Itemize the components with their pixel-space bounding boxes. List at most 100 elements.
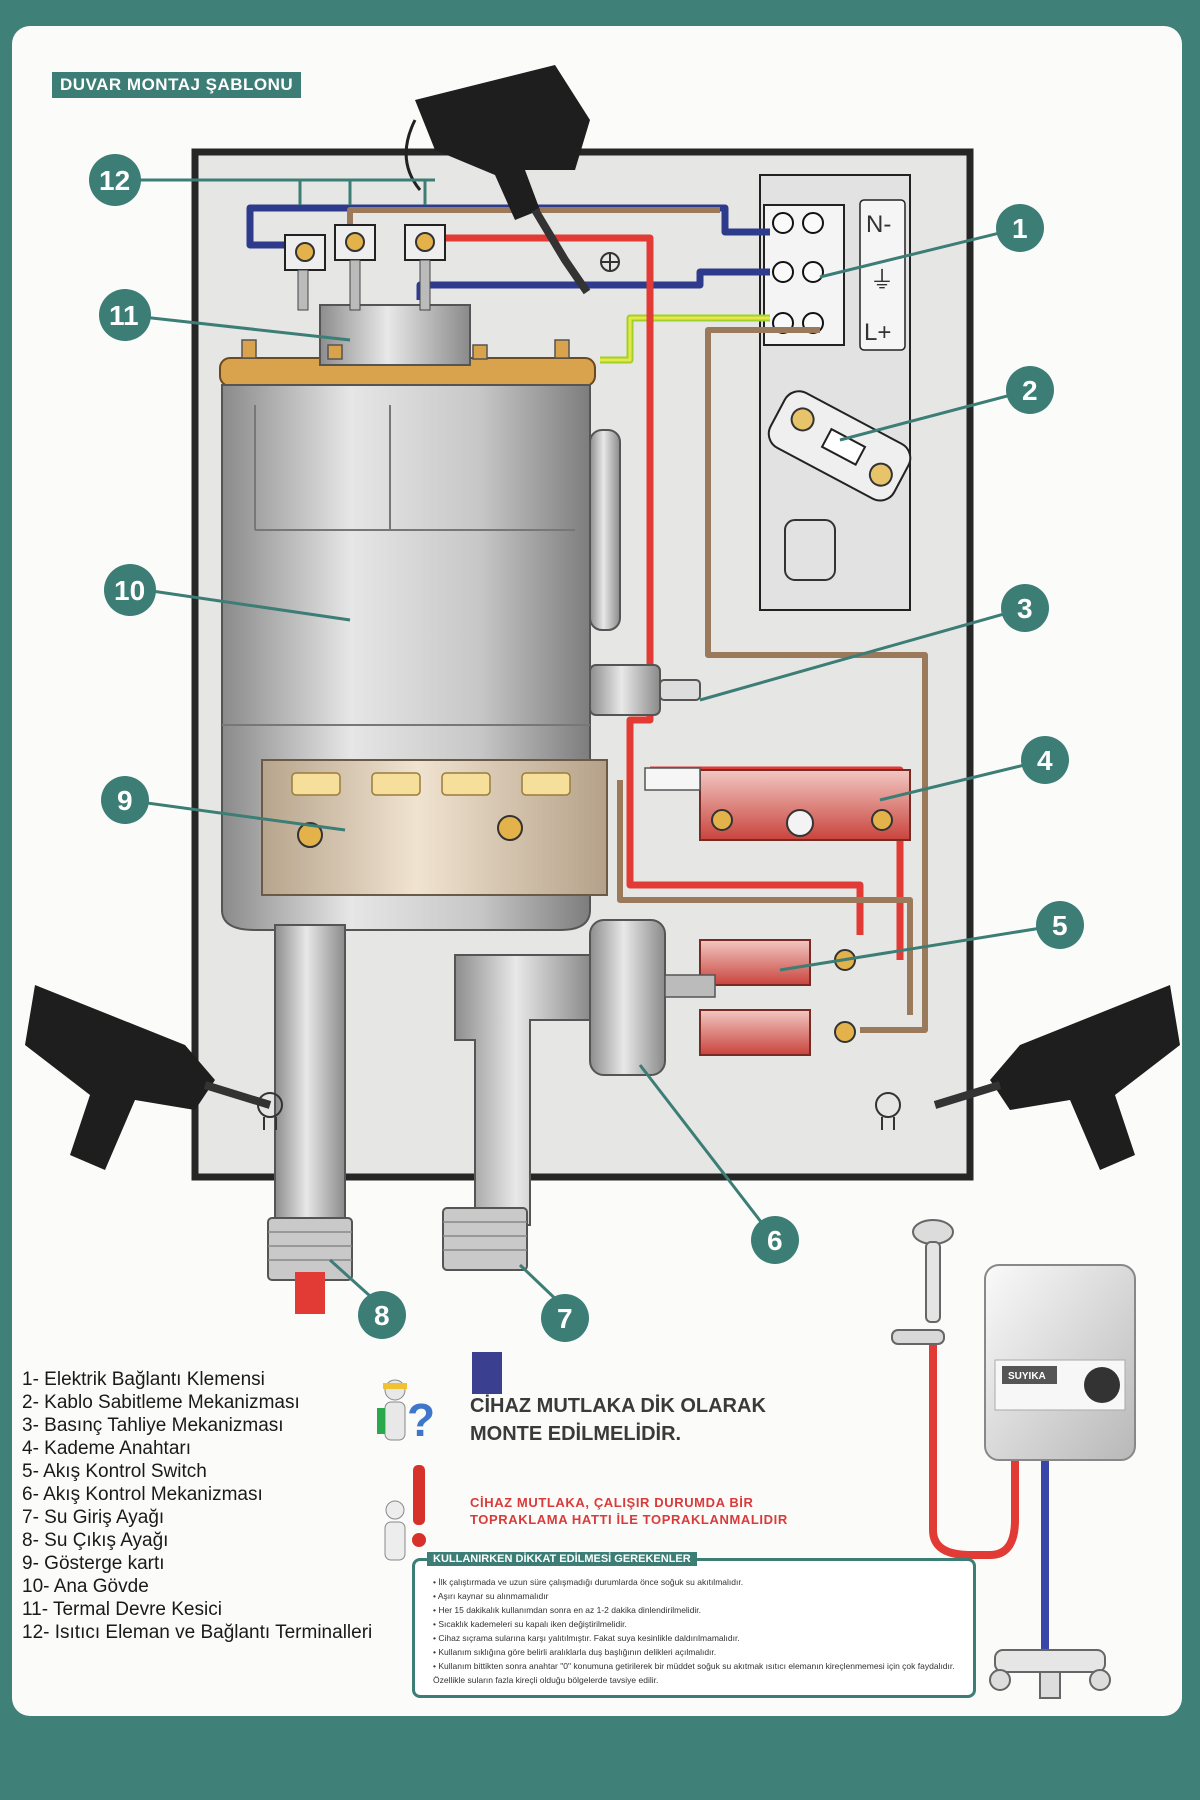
legend-item: 10- Ana Gövde <box>22 1576 149 1597</box>
svg-text:9: 9 <box>117 785 133 816</box>
inlet-thread <box>442 1207 528 1271</box>
callout-2: 2 <box>1006 366 1054 414</box>
usage-notes-title: KULLANIRKEN DİKKAT EDİLMESİ GEREKENLER <box>427 1552 697 1566</box>
switch-screw <box>711 809 733 831</box>
callout-6: 6 <box>751 1216 799 1264</box>
hot-hose <box>929 1345 1019 1559</box>
callout-9: 9 <box>101 776 149 824</box>
callout-11: 11 <box>99 289 151 341</box>
svg-text:3: 3 <box>1017 593 1033 624</box>
legend-item: 6- Akış Kontrol Mekanizması <box>22 1484 263 1505</box>
card-screw <box>297 822 323 848</box>
callout-7: 7 <box>541 1294 589 1342</box>
grounding-warning-line: CİHAZ MUTLAKA, ÇALIŞIR DURUMDA BİR <box>470 1495 754 1510</box>
cable-clamp <box>767 390 912 502</box>
flow-control-mechanism <box>589 919 666 1076</box>
terminal-screws <box>772 212 824 334</box>
terminal-sign-panel <box>859 199 906 351</box>
wire-green-inner <box>600 316 770 362</box>
legend-item: 8- Su Çıkış Ayağı <box>22 1530 169 1551</box>
heater-brand: SUYIKA <box>1008 1371 1046 1382</box>
usage-note: Kullanım bittikten sonra anahtar "0" kon… <box>433 1659 967 1687</box>
switch-shaft <box>644 767 701 791</box>
usage-notes-box: KULLANIRKEN DİKKAT EDİLMESİ GEREKENLER İ… <box>412 1552 976 1698</box>
callout-1: 1 <box>996 204 1044 252</box>
usage-note: Aşırı kaynar su alınmamalıdır <box>433 1589 967 1603</box>
flow-switch-bottom <box>699 1009 811 1056</box>
question-worker-icon: ? <box>377 1379 435 1446</box>
callout-5: 5 <box>1036 901 1084 949</box>
ground-sign: ⏚ <box>870 267 894 294</box>
callout-12: 12 <box>89 154 141 206</box>
callout-8: 8 <box>358 1291 406 1339</box>
mixer-faucet-icon <box>989 1649 1111 1699</box>
callout-lines <box>124 178 1061 1310</box>
wire-brown-3 <box>617 780 913 1015</box>
usage-note: Cihaz sıçrama sularına karşı yalıtılmışt… <box>433 1631 967 1645</box>
water-outlet-leg <box>274 924 346 1226</box>
indicator-leds <box>291 772 571 796</box>
usage-note: Her 15 dakikalık kullanımdan sonra en az… <box>433 1603 967 1617</box>
card-screw <box>497 815 523 841</box>
svg-text:11: 11 <box>109 300 139 331</box>
shower-head-icon <box>891 1219 954 1345</box>
flow-rod <box>664 974 716 998</box>
outlet-color-marker <box>295 1272 325 1314</box>
svg-text:8: 8 <box>374 1300 390 1331</box>
legend-item: 3- Basınç Tahliye Mekanizması <box>22 1415 284 1436</box>
live-sign: L+ <box>864 319 891 346</box>
grounding-warning: CİHAZ MUTLAKA, ÇALIŞIR DURUMDA BİR TOPRA… <box>470 1494 788 1528</box>
template-title: DUVAR MONTAJ ŞABLONU <box>52 72 302 98</box>
svg-text:6: 6 <box>767 1225 783 1256</box>
neutral-sign: N- <box>866 211 891 238</box>
grounding-warning-line: TOPRAKLAMA HATTI İLE TOPRAKLANMALIDIR <box>470 1512 788 1527</box>
legend-item: 12- Isıtıcı Eleman ve Bağlantı Terminall… <box>22 1622 373 1643</box>
exclamation-figure-icon <box>384 1465 426 1561</box>
install-warning: CİHAZ MUTLAKA DİK OLARAK MONTE EDİLMELİD… <box>470 1392 766 1448</box>
legend-item: 11- Termal Devre Kesici <box>22 1599 222 1620</box>
flow-screw <box>834 1021 856 1043</box>
callout-4: 4 <box>1021 736 1069 784</box>
svg-text:2: 2 <box>1022 375 1038 406</box>
legend-item: 1- Elektrik Bağlantı Klemensi <box>22 1369 265 1390</box>
clamp-slot <box>784 519 836 581</box>
legend-item: 5- Akış Kontrol Switch <box>22 1461 207 1482</box>
mounting-holes <box>257 252 901 1130</box>
wire-red-1 <box>430 234 864 935</box>
callout-markers: 1 2 3 4 5 6 7 8 9 10 11 12 <box>89 154 1084 1342</box>
legend-item: 7- Su Giriş Ayağı <box>22 1507 165 1528</box>
legend-item: 9- Gösterge kartı <box>22 1553 165 1574</box>
thread-lines <box>268 1221 527 1261</box>
usage-note: Sıcaklık kademeleri su kapalı iken değiş… <box>433 1617 967 1631</box>
inlet-color-marker <box>472 1352 502 1394</box>
side-bulge <box>589 429 621 631</box>
svg-text:1: 1 <box>1012 213 1028 244</box>
flow-switch-top <box>699 939 811 986</box>
usage-note: Kullanım sıklığına göre belirli aralıkla… <box>433 1645 967 1659</box>
top-terminals <box>284 224 446 311</box>
drill-icon <box>404 65 591 295</box>
usage-note: İlk çalıştırmada ve uzun süre çalışmadığ… <box>433 1575 967 1589</box>
drill-icon <box>25 985 272 1170</box>
pressure-pin <box>659 679 701 701</box>
callout-10: 10 <box>104 564 156 616</box>
usage-notes-list: İlk çalıştırmada ve uzun süre çalışmadığ… <box>425 1575 967 1687</box>
outlet-thread <box>267 1217 353 1281</box>
svg-text:7: 7 <box>557 1303 573 1334</box>
drill-icon <box>933 985 1180 1170</box>
svg-text:10: 10 <box>114 575 145 606</box>
heater-display <box>1002 1366 1057 1384</box>
svg-text:4: 4 <box>1037 745 1053 776</box>
parts-legend: 1- Elektrik Bağlantı Klemensi 2- Kablo S… <box>22 1368 372 1644</box>
thermal-cutout <box>319 304 471 366</box>
svg-text:5: 5 <box>1052 910 1068 941</box>
wire-brown-2 <box>705 327 928 1033</box>
install-warning-line: MONTE EDİLMELİDİR. <box>470 1423 682 1445</box>
legend-item: 4- Kademe Anahtarı <box>22 1438 191 1459</box>
lid-bolts <box>241 339 570 360</box>
svg-text:?: ? <box>407 1394 435 1446</box>
switch-screw <box>871 809 893 831</box>
svg-text:12: 12 <box>99 165 130 196</box>
install-warning-line: CİHAZ MUTLAKA DİK OLARAK <box>470 1395 766 1417</box>
